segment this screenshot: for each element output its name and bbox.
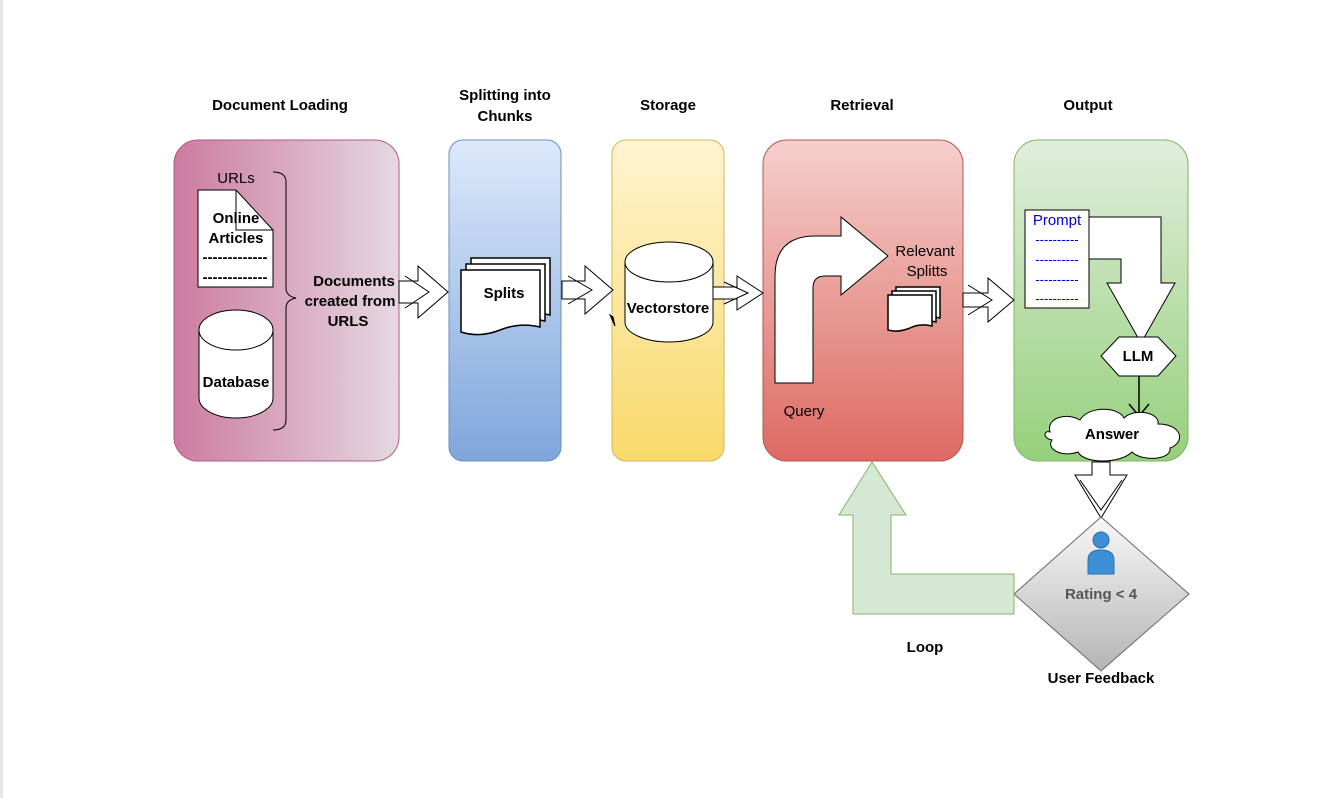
stage-header-output: Output [1063, 97, 1112, 114]
stacked-pages-icon [460, 257, 551, 336]
prompt-label: Prompt [1033, 212, 1082, 229]
cylinder-icon [624, 241, 714, 343]
arrow-load-to-split [398, 264, 449, 320]
curly-brace [272, 171, 297, 431]
arrow-split-to-store [561, 264, 614, 316]
stage-header-loading: Document Loading [212, 97, 348, 114]
arrow-store-to-retrieval-inner [723, 281, 750, 305]
stage-header-storage: Storage [640, 97, 696, 114]
rating-label: Rating < 4 [1065, 586, 1138, 603]
prompt-dashes-4: ---------- [1035, 291, 1078, 306]
prompt-dashes-3: ---------- [1035, 272, 1078, 287]
prompt-dashes-2: ---------- [1035, 252, 1078, 267]
diamond-icon [1013, 516, 1190, 672]
relevant-splits-icon [887, 286, 941, 332]
small-arrow-mark [608, 313, 616, 327]
llm-label: LLM [1123, 348, 1154, 365]
documents-label-3: URLS [328, 313, 369, 330]
prompt-to-llm-arrow [1088, 216, 1176, 345]
answer-to-feedback-arrow [1074, 461, 1128, 519]
database-icon [198, 309, 274, 419]
cloud-icon [1044, 408, 1181, 462]
loop-label: Loop [907, 639, 944, 656]
urls-label: URLs [217, 170, 255, 187]
arrow-retrieval-to-output [962, 276, 1015, 324]
article-dashes-2: ------------- [203, 269, 268, 286]
stage-header-splitting-2: Chunks [477, 108, 532, 125]
answer-label: Answer [1085, 426, 1139, 443]
splits-label: Splits [484, 285, 525, 302]
arrow-retrieval-to-output-inner [967, 284, 993, 316]
query-arrow [774, 215, 889, 384]
documents-label-2: created from [305, 293, 396, 310]
documents-label-1: Documents [313, 273, 395, 290]
arrow-load-to-split-inner [404, 275, 430, 309]
arrow-split-to-store-inner [567, 275, 593, 305]
stage-header-splitting-1: Splitting into [459, 87, 551, 104]
loop-arrow [838, 461, 1015, 615]
page-edge [0, 0, 3, 798]
vectorstore-label: Vectorstore [627, 300, 710, 317]
query-label: Query [784, 403, 825, 420]
relevant-label-2: Splitts [907, 263, 948, 280]
prompt-dashes-1: ---------- [1035, 232, 1078, 247]
document-icon [197, 189, 274, 288]
article-dashes-1: ------------- [203, 249, 268, 266]
person-icon [1087, 531, 1115, 575]
database-label: Database [203, 374, 270, 391]
user-feedback-label: User Feedback [1048, 670, 1155, 687]
stage-header-retrieval: Retrieval [830, 97, 893, 114]
hexagon-icon [1100, 336, 1177, 377]
arrow-store-to-retrieval [711, 275, 764, 311]
relevant-label-1: Relevant [895, 243, 955, 260]
article-label-2: Articles [208, 230, 263, 247]
answer-to-feedback-arrow-inner [1079, 479, 1123, 511]
article-label-1: Online [213, 210, 260, 227]
